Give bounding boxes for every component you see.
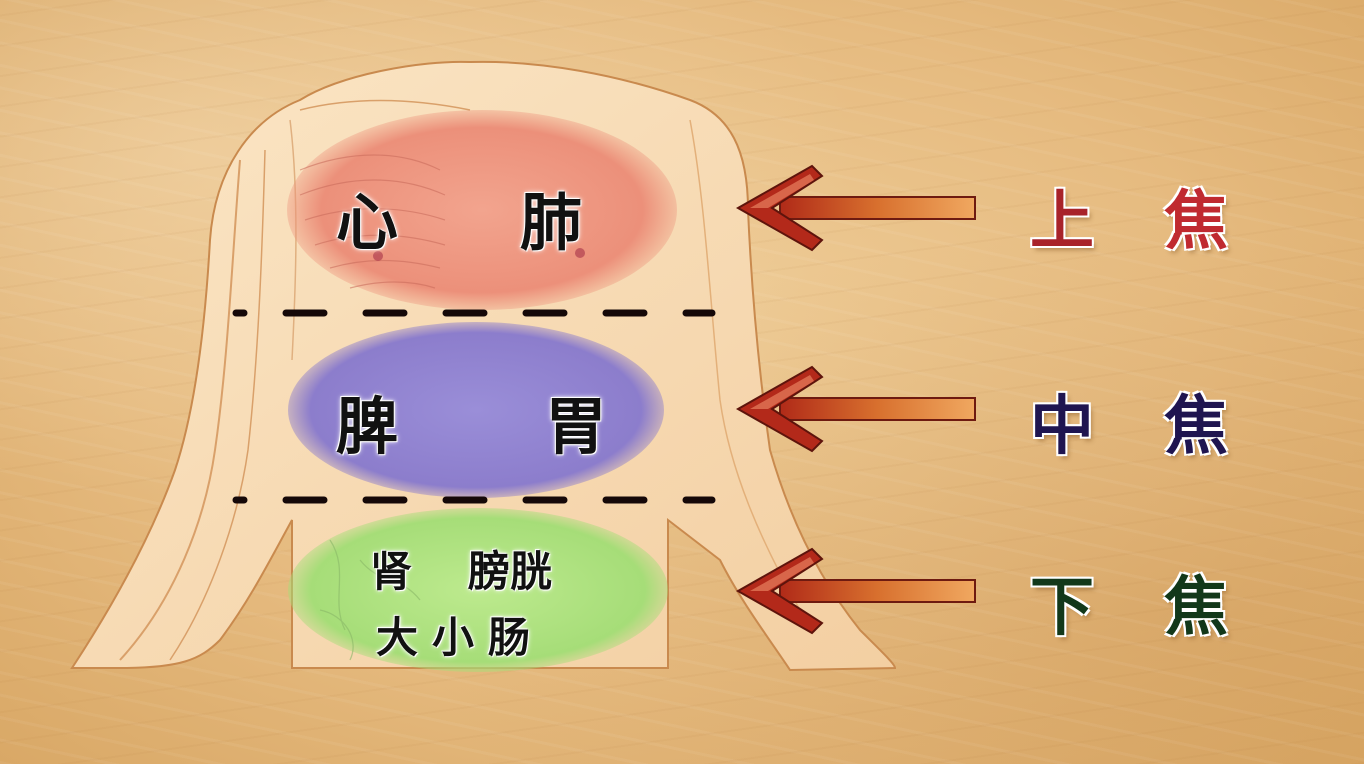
middle-jiao-char-2: 焦 [1164, 390, 1228, 464]
lower-jiao-char-1: 下 [1030, 571, 1094, 645]
organ-lung-label: 肺 [520, 186, 583, 259]
arrow-upper [735, 164, 976, 252]
middle-jiao-label: 中焦 [1030, 375, 1228, 467]
middle-organ-area [288, 322, 664, 498]
lower-organ-area [288, 508, 668, 672]
upper-jiao-char-1: 上 [1030, 185, 1094, 259]
upper-jiao-char-2: 焦 [1164, 185, 1228, 259]
upper-organ-area [287, 110, 677, 310]
organ-stomach-label: 胃 [545, 390, 608, 463]
organ-heart-label: 心 [336, 186, 399, 259]
upper-jiao-label: 上焦 [1030, 170, 1228, 262]
organ-spleen-label: 脾 [336, 390, 399, 463]
organ-bladder-label: 膀胱 [468, 547, 553, 596]
lower-jiao-char-2: 焦 [1164, 571, 1228, 645]
organ-intestines-label: 大小肠 [376, 613, 545, 662]
organ-kidney-label: 肾 [370, 547, 413, 596]
arrow-lower [735, 547, 976, 635]
lower-jiao-label: 下焦 [1030, 556, 1228, 648]
arrow-middle [735, 365, 976, 453]
middle-jiao-char-1: 中 [1030, 390, 1094, 464]
